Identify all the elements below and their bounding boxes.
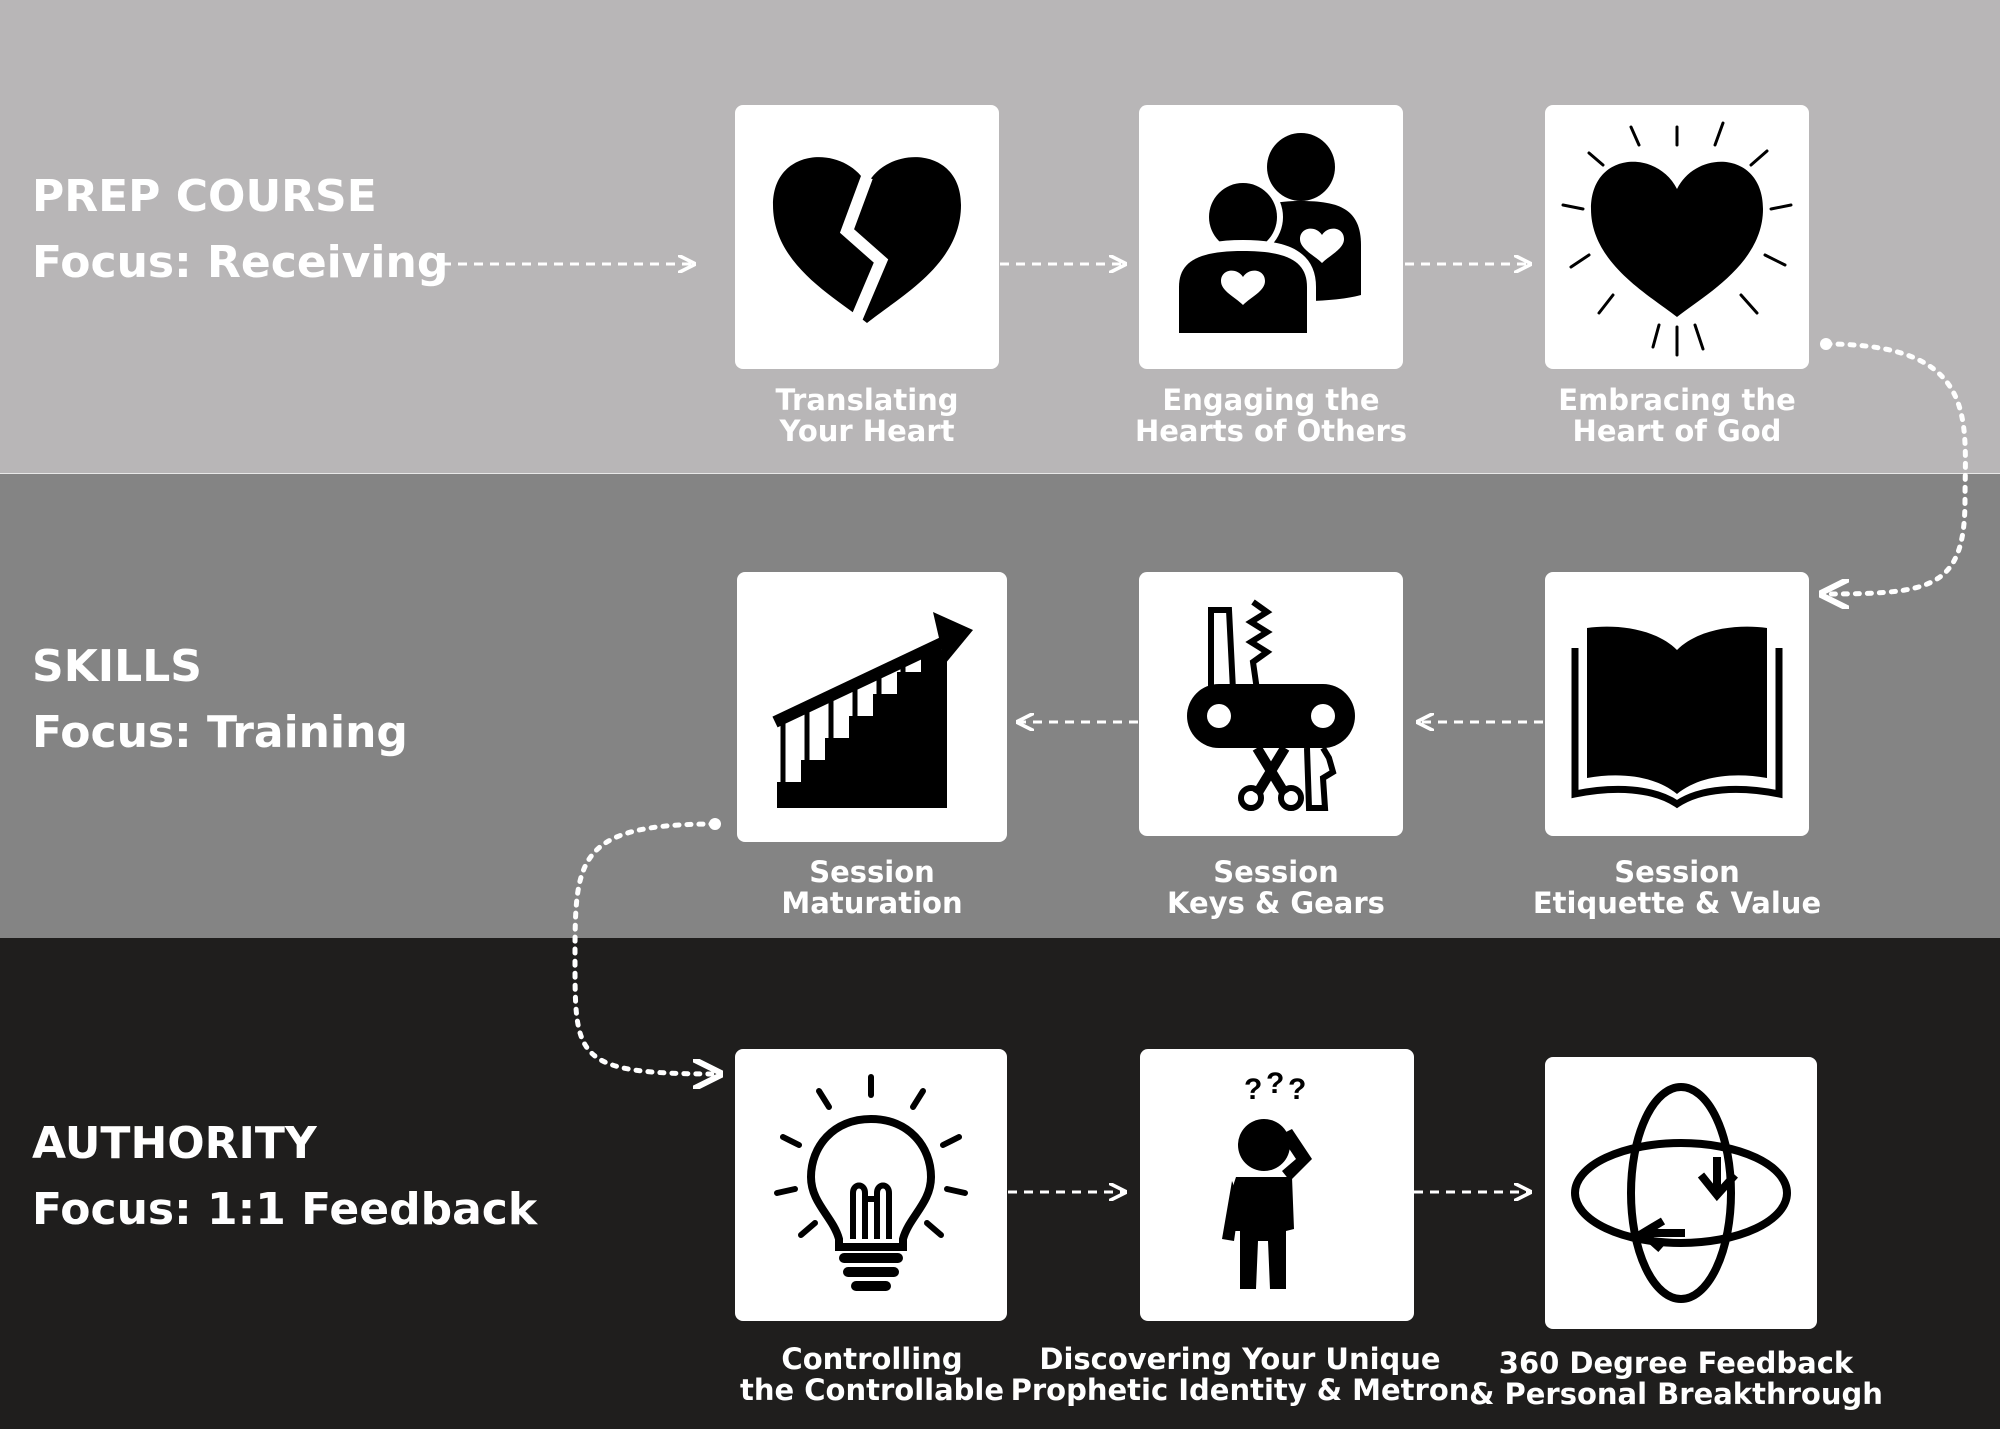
module-label: 360 Degree Feedback & Personal Breakthro… — [1469, 1346, 1883, 1411]
rising-stairs-icon — [772, 612, 973, 808]
stage-focus: Focus: Training — [32, 707, 408, 758]
stage-focus: Focus: Receiving — [32, 237, 449, 288]
module-session-etiquette-value — [1545, 572, 1809, 836]
people-hearts-icon — [1170, 133, 1361, 342]
rotation-orbit-icon — [1571, 1083, 1791, 1303]
confused-person-icon: ? ? ? — [1222, 1067, 1312, 1289]
stage-authority: AUTHORITY Focus: 1:1 Feedback — [32, 1111, 537, 1243]
module-session-maturation — [737, 572, 1007, 842]
svg-text:?: ? — [1288, 1073, 1306, 1106]
module-controlling-the-controllable — [735, 1049, 1007, 1321]
module-label: Session Keys & Gears — [1167, 855, 1385, 920]
module-translating-your-heart — [735, 105, 999, 369]
stage-focus: Focus: 1:1 Feedback — [32, 1184, 538, 1235]
module-label: Controlling the Controllable — [739, 1342, 1005, 1407]
lightbulb-icon — [774, 1074, 968, 1291]
module-label: Session Maturation — [781, 855, 963, 920]
stage-skills: SKILLS Focus: Training — [32, 634, 408, 766]
module-label: Translating Your Heart — [775, 383, 959, 448]
module-label: Engaging the Hearts of Others — [1134, 383, 1408, 448]
module-360-degree-feedback — [1545, 1057, 1817, 1329]
band-divider — [0, 473, 2000, 474]
module-label: Session Etiquette & Value — [1532, 855, 1822, 920]
module-session-keys-gears — [1139, 572, 1403, 836]
module-label: Discovering Your Unique Prophetic Identi… — [1010, 1342, 1470, 1407]
module-embracing-heart-of-god — [1545, 105, 1809, 369]
module-label: Embracing the Heart of God — [1558, 383, 1796, 448]
svg-text:?: ? — [1244, 1073, 1262, 1106]
svg-text:?: ? — [1266, 1067, 1284, 1100]
module-engaging-hearts-of-others — [1139, 105, 1403, 369]
radiant-heart-icon — [1561, 121, 1793, 357]
stage-title: SKILLS — [32, 641, 202, 692]
multitool-icon — [1187, 599, 1355, 811]
open-book-icon — [1571, 626, 1783, 809]
stage-title: AUTHORITY — [32, 1118, 317, 1169]
stage-prep-course: PREP COURSE Focus: Receiving — [32, 164, 448, 296]
stage-title: PREP COURSE — [32, 171, 377, 222]
module-discovering-prophetic-identity: ? ? ? — [1140, 1049, 1414, 1321]
broken-heart-icon — [773, 157, 961, 330]
